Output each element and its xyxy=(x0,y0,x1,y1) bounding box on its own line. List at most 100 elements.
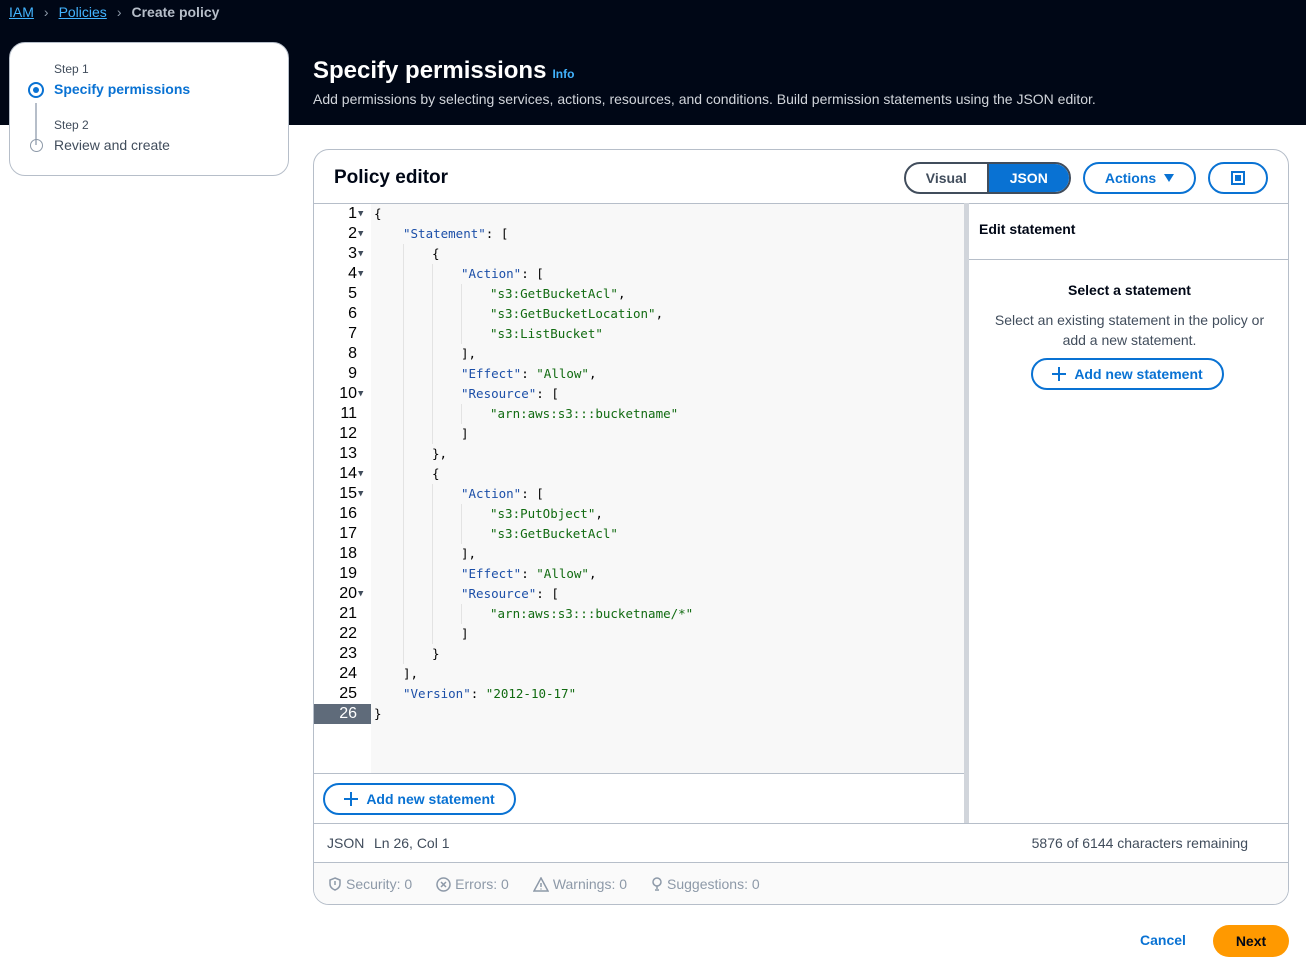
code-line[interactable]: 17"s3:GetBucketAcl" xyxy=(314,524,964,544)
actions-button[interactable]: Actions xyxy=(1083,162,1196,194)
page-description: Add permissions by selecting services, a… xyxy=(313,91,1096,107)
json-punctuation: ], xyxy=(461,346,477,361)
fold-arrow-icon[interactable]: ▼ xyxy=(358,469,364,479)
suggestions-count[interactable]: Suggestions: 0 xyxy=(651,876,760,892)
status-language: JSON xyxy=(327,835,365,851)
info-link[interactable]: Info xyxy=(552,67,575,81)
code-line[interactable]: 26} xyxy=(314,704,964,724)
line-number: 15 xyxy=(339,485,357,502)
json-code-editor[interactable]: 1▼{2▼"Statement": [3▼{4▼"Action": [5"s3:… xyxy=(314,203,964,774)
indent-guide xyxy=(403,444,404,464)
json-punctuation: ] xyxy=(461,626,469,641)
code-line[interactable]: 13}, xyxy=(314,444,964,464)
json-key: "Action" xyxy=(461,486,522,501)
code-line[interactable]: 3▼{ xyxy=(314,244,964,264)
json-punctuation: : [ xyxy=(521,266,544,281)
panel-resize-handle[interactable] xyxy=(964,203,969,823)
fullscreen-button[interactable] xyxy=(1208,162,1268,194)
fold-arrow-icon[interactable]: ▼ xyxy=(358,589,364,599)
code-text: ], xyxy=(461,344,476,364)
code-line[interactable]: 8], xyxy=(314,344,964,364)
code-line[interactable]: 9"Effect": "Allow", xyxy=(314,364,964,384)
json-key: "Effect" xyxy=(461,566,522,581)
fold-arrow-icon[interactable]: ▼ xyxy=(358,209,364,219)
step-pending-icon xyxy=(30,139,43,152)
next-button[interactable]: Next xyxy=(1213,925,1289,957)
indent-guide xyxy=(403,364,404,384)
code-line[interactable]: 2▼"Statement": [ xyxy=(314,224,964,244)
fold-arrow-icon[interactable]: ▼ xyxy=(358,389,364,399)
code-line[interactable]: 24], xyxy=(314,664,964,684)
code-line[interactable]: 25"Version": "2012-10-17" xyxy=(314,684,964,704)
code-line[interactable]: 5"s3:GetBucketAcl", xyxy=(314,284,964,304)
code-line[interactable]: 20▼"Resource": [ xyxy=(314,584,964,604)
code-line[interactable]: 21"arn:aws:s3:::bucketname/*" xyxy=(314,604,964,624)
code-text: "Action": [ xyxy=(461,484,544,504)
json-punctuation: } xyxy=(374,706,382,721)
add-new-statement-button[interactable]: Add new statement xyxy=(323,783,516,815)
fullscreen-icon xyxy=(1231,171,1245,185)
code-line[interactable]: 4▼"Action": [ xyxy=(314,264,964,284)
page-title-text: Specify permissions xyxy=(313,57,547,84)
mode-visual-button[interactable]: Visual xyxy=(906,164,989,192)
json-string: "Allow" xyxy=(536,566,589,581)
code-line[interactable]: 6"s3:GetBucketLocation", xyxy=(314,304,964,324)
indent-guide xyxy=(403,644,404,664)
indent-guide xyxy=(432,544,433,564)
code-line[interactable]: 15▼ "Action": [ xyxy=(314,484,964,504)
errors-count[interactable]: Errors: 0 xyxy=(436,876,509,892)
line-number: 20 xyxy=(339,585,357,602)
indent-guide xyxy=(403,284,404,304)
code-line[interactable]: 12] xyxy=(314,424,964,444)
indent-guide xyxy=(403,624,404,644)
security-count[interactable]: Security: 0 xyxy=(328,876,412,892)
cancel-button[interactable]: Cancel xyxy=(1140,932,1186,948)
code-line[interactable]: 1▼{ xyxy=(314,204,964,224)
breadcrumb-iam[interactable]: IAM xyxy=(9,4,34,20)
code-text: "s3:ListBucket" xyxy=(490,324,603,344)
side-add-new-statement-label: Add new statement xyxy=(1074,366,1203,382)
code-line[interactable]: 16"s3:PutObject", xyxy=(314,504,964,524)
page-title: Specify permissions Info xyxy=(313,57,574,85)
line-number: 23 xyxy=(339,645,357,662)
fold-arrow-icon[interactable]: ▼ xyxy=(358,489,364,499)
json-string: "arn:aws:s3:::bucketname" xyxy=(490,406,679,421)
code-line[interactable]: 23} xyxy=(314,644,964,664)
code-line[interactable]: 11"arn:aws:s3:::bucketname" xyxy=(314,404,964,424)
step-1-title[interactable]: Specify permissions xyxy=(54,81,191,97)
code-line[interactable]: 7"s3:ListBucket" xyxy=(314,324,964,344)
code-text: } xyxy=(374,704,382,724)
breadcrumb-policies[interactable]: Policies xyxy=(58,4,107,20)
code-text: "s3:GetBucketAcl", xyxy=(490,284,625,304)
edit-statement-panel: Edit statement Select a statement Select… xyxy=(969,203,1288,823)
fold-arrow-icon[interactable]: ▼ xyxy=(358,269,364,279)
indent-guide xyxy=(432,384,433,404)
code-line[interactable]: 22] xyxy=(314,624,964,644)
code-line[interactable]: 10▼"Resource": [ xyxy=(314,384,964,404)
json-string: "s3:GetBucketAcl" xyxy=(490,526,618,541)
mode-json-button[interactable]: JSON xyxy=(988,164,1069,192)
indent-guide xyxy=(403,524,404,544)
indent-guide xyxy=(461,504,462,524)
fold-arrow-icon[interactable]: ▼ xyxy=(358,249,364,259)
indent-guide xyxy=(403,424,404,444)
caret-down-icon xyxy=(1164,174,1175,182)
json-punctuation: : [ xyxy=(521,486,544,501)
indent-guide xyxy=(461,324,462,344)
indent-guide xyxy=(403,544,404,564)
indent-guide xyxy=(403,244,404,264)
code-text: ] xyxy=(461,424,469,444)
step-1-label: Step 1 xyxy=(54,62,89,76)
side-add-new-statement-button[interactable]: Add new statement xyxy=(1031,358,1224,390)
code-line[interactable]: 14▼{ xyxy=(314,464,964,484)
code-line[interactable]: 18], xyxy=(314,544,964,564)
editor-status-bar: JSON Ln 26, Col 1 5876 of 6144 character… xyxy=(314,823,1288,863)
json-punctuation: , xyxy=(617,286,626,301)
fold-arrow-icon[interactable]: ▼ xyxy=(358,229,364,239)
line-number: 6 xyxy=(348,305,357,322)
line-number: 10 xyxy=(339,385,357,402)
line-number: 4 xyxy=(348,265,357,282)
warnings-count[interactable]: Warnings: 0 xyxy=(532,876,627,892)
indent-guide xyxy=(403,324,404,344)
code-line[interactable]: 19"Effect": "Allow", xyxy=(314,564,964,584)
